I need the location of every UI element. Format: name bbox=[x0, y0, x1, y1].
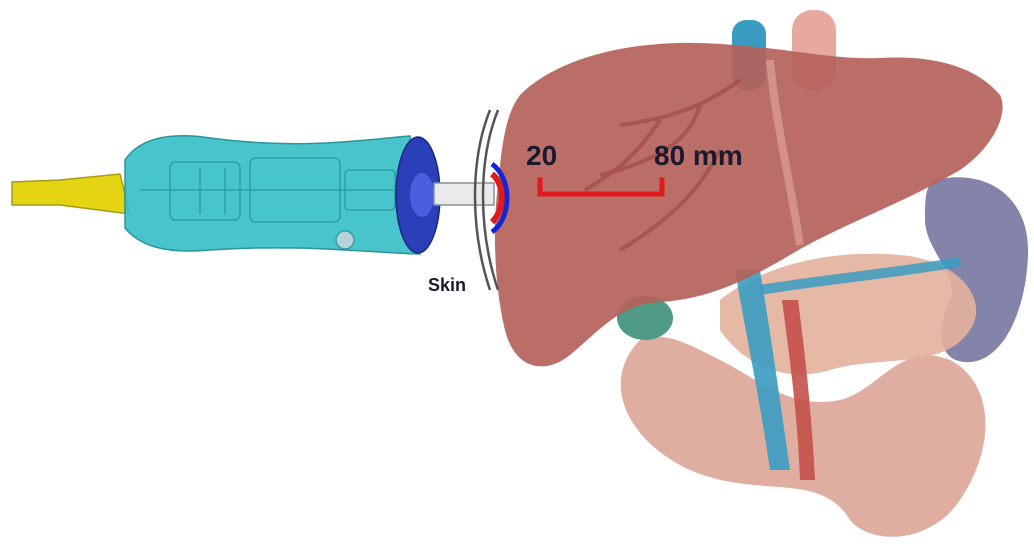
ultrasound-probe bbox=[12, 136, 494, 254]
probe-body bbox=[125, 136, 420, 254]
probe-cable bbox=[12, 174, 130, 214]
depth-end-label: 80 mm bbox=[654, 140, 743, 172]
depth-start-label: 20 bbox=[526, 140, 557, 172]
probe-shaft bbox=[434, 183, 494, 205]
probe-cap-inner bbox=[410, 173, 434, 217]
skin-label: Skin bbox=[428, 275, 466, 296]
anatomy-illustration bbox=[495, 10, 1028, 537]
